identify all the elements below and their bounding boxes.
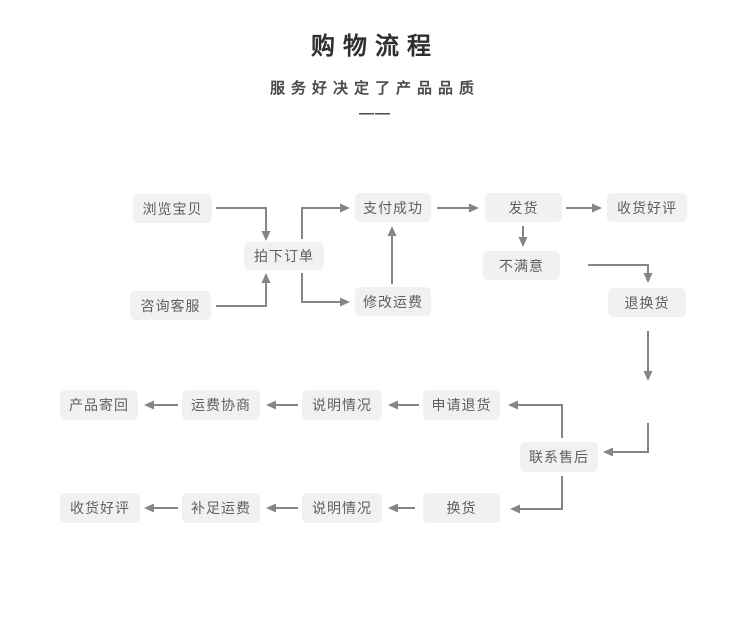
node-receive-good-review-1: 收货好评: [607, 193, 687, 222]
arrow-consult-to-order: [216, 273, 271, 307]
node-payment-success: 支付成功: [355, 193, 431, 222]
node-consult-service: 咨询客服: [130, 291, 211, 320]
node-apply-for-return: 申请退货: [423, 390, 500, 420]
arrow-explain-1-to-negotiate: [266, 400, 298, 410]
title-divider-dash: ——: [359, 105, 391, 122]
arrow-ship-to-not-satisfied: [518, 226, 528, 247]
arrow-return-down: [643, 331, 653, 381]
arrow-apply-to-explain-1: [388, 400, 419, 410]
node-not-satisfied: 不满意: [483, 251, 560, 280]
node-ship-goods: 发货: [485, 193, 562, 222]
arrow-payment-to-ship: [437, 203, 479, 213]
arrow-negotiate-to-send-back: [144, 400, 178, 410]
arrow-browse-to-order: [216, 207, 271, 241]
arrow-not-satisfied-to-return: [588, 264, 653, 283]
arrow-make-up-fee-to-good-review: [144, 503, 178, 513]
page-title: 购物流程: [311, 33, 439, 60]
node-explain-situation-2: 说明情况: [302, 493, 382, 523]
arrow-contact-to-exchange: [510, 476, 563, 514]
node-receive-good-review-2: 收货好评: [60, 493, 140, 523]
arrow-modify-fee-to-payment: [387, 226, 397, 284]
arrow-order-to-modify-fee: [301, 273, 350, 307]
node-send-product-back: 产品寄回: [60, 390, 138, 420]
arrow-order-to-payment: [301, 203, 350, 239]
node-modify-shipping-fee: 修改运费: [355, 287, 431, 316]
node-negotiate-shipping-fee: 运费协商: [182, 390, 260, 420]
page-subtitle: 服务好决定了产品品质: [269, 80, 480, 97]
node-browse-items: 浏览宝贝: [133, 194, 212, 223]
arrow-ship-to-good-review: [566, 203, 602, 213]
node-exchange-goods: 换货: [423, 493, 500, 523]
node-explain-situation-1: 说明情况: [302, 390, 382, 420]
arrow-contact-to-apply-return: [508, 400, 563, 438]
node-contact-after-sales: 联系售后: [520, 442, 598, 472]
node-return-or-exchange: 退换货: [608, 288, 686, 317]
node-place-order: 拍下订单: [244, 242, 324, 270]
node-make-up-shipping-fee: 补足运费: [182, 493, 260, 523]
arrow-to-contact-after-sales: [603, 423, 649, 457]
arrow-explain-2-to-make-up-fee: [266, 503, 298, 513]
arrow-exchange-to-explain-2: [388, 503, 415, 513]
